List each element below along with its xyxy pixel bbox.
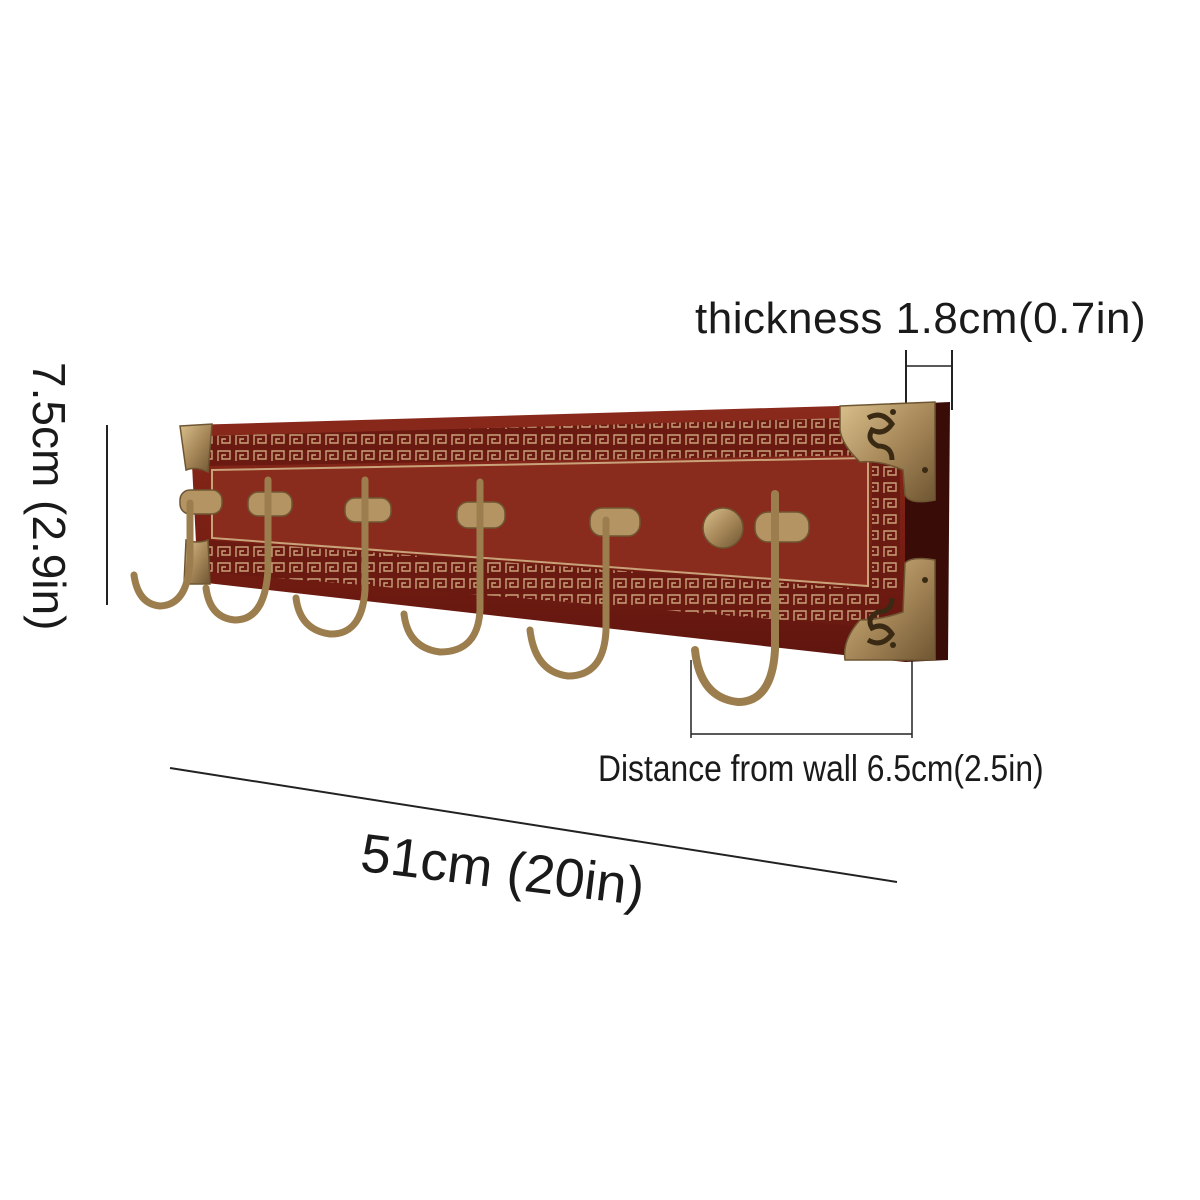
hook-2 [202, 476, 293, 624]
hook-1 [130, 489, 223, 610]
corner-bracket-bottom-right [843, 557, 936, 661]
corner-brackets [179, 401, 936, 661]
hook-5 [526, 507, 641, 680]
corner-bracket-top-left [179, 423, 213, 474]
width-dimension-line [169, 767, 898, 883]
height-label: 7.5cm (2.9in) [23, 362, 75, 631]
hooks [130, 476, 810, 707]
coat-rack-board [190, 402, 950, 662]
hook-4 [400, 478, 506, 656]
distance-from-wall-label: Distance from wall 6.5cm(2.5in) [598, 748, 1044, 789]
hook-6 [691, 490, 810, 707]
hook-3 [292, 476, 392, 638]
thickness-label: thickness 1.8cm(0.7in) [695, 294, 1147, 343]
knob [702, 507, 744, 549]
